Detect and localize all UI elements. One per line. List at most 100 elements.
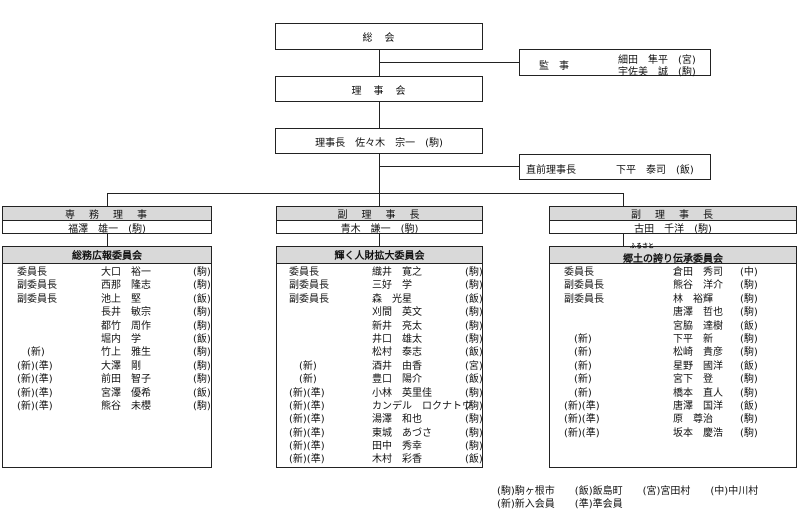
committee-connector-center	[379, 234, 380, 246]
member-area: (駒)	[465, 427, 483, 439]
vice-chair-right-box: 副 理 事 長 古田 千洋 (駒)	[549, 206, 797, 235]
member-name: 湯澤 和也	[372, 414, 422, 426]
committee-talent-expansion: 輝く人財拡大委員会 委員長織井 寛之(駒)副委員長三好 学(駒)副委員長森 光星…	[276, 246, 483, 468]
member-role: 委員長	[289, 267, 319, 278]
member-area: (駒)	[465, 333, 483, 345]
committee-member-row: (新)(準)前田 智子(駒)	[3, 373, 211, 386]
legend-line-1: (駒)駒ヶ根市 (飯)飯島町 (宮)宮田村 (中)中川村	[497, 486, 759, 497]
general-meeting-box: 総 会	[275, 23, 483, 50]
member-role: (新)(準)	[564, 427, 600, 439]
committee-member-row: 長井 敏宗 (駒)	[3, 306, 211, 319]
member-area: (駒)	[465, 414, 483, 426]
committee-member-row: (新)(準) 小林 英里佳 (駒)	[277, 387, 483, 400]
committee-member-row: 宮脇 達樹 (飯)	[550, 320, 796, 333]
former-chair-connector	[379, 166, 519, 167]
trunk-line	[379, 154, 380, 206]
member-role: (新)	[574, 333, 592, 345]
member-name: 小林 英里佳	[372, 387, 432, 399]
former-chairman-name: 下平 泰司 (飯)	[616, 165, 694, 176]
board-label: 理 事 会	[351, 85, 407, 97]
member-area: (駒)	[193, 400, 211, 412]
vice-chair-center-box: 副 理 事 長 青木 謙一 (駒)	[276, 206, 483, 235]
member-area: (駒)	[465, 280, 483, 292]
member-area: (駒)	[465, 387, 483, 399]
committee-member-row: (新)酒井 由香(宮)	[277, 360, 483, 373]
member-area: (飯)	[465, 347, 483, 359]
member-area: (駒)	[740, 347, 758, 359]
committee-title-ruby: ふるさと	[629, 243, 654, 250]
committee-title: 輝く人財拡大委員会	[277, 247, 482, 264]
member-role: (新)	[299, 360, 317, 372]
legend-line-2: (新)新入会員 (準)準会員	[497, 499, 623, 510]
member-area: (駒)	[465, 267, 483, 278]
member-name: 倉田 秀司	[673, 267, 723, 278]
committee-member-row: 副委員長三好 学(駒)	[277, 279, 483, 292]
member-area: (飯)	[740, 400, 758, 412]
branch-line-right	[623, 193, 624, 206]
member-area: (駒)	[193, 347, 211, 359]
member-role: 委員長	[564, 267, 594, 278]
member-role: (新)(準)	[289, 441, 325, 453]
member-area: (中)	[740, 267, 758, 278]
member-area: (駒)	[193, 267, 211, 278]
member-area: (駒)	[193, 360, 211, 372]
member-name: 星野 國洋	[673, 360, 723, 372]
member-name: 堀内 学	[101, 333, 141, 345]
vice-chair-right-title: 副 理 事 長	[550, 207, 796, 221]
vice-chair-center-name: 青木 謙一 (駒)	[340, 224, 419, 235]
branch-line-left	[107, 193, 108, 206]
member-name: 酒井 由香	[372, 360, 422, 372]
member-name: 橋本 直人	[673, 387, 723, 399]
committee-member-row: 副委員長熊谷 洋介(駒)	[550, 279, 796, 292]
auditor-connector	[379, 62, 519, 63]
member-name: 大澤 剛	[101, 360, 141, 372]
member-area: (飯)	[465, 374, 483, 386]
member-area: (駒)	[193, 280, 211, 292]
member-role: (新)(準)	[289, 454, 325, 466]
member-name: 大口 裕一	[101, 267, 151, 278]
committee-member-row: (新)(準)木村 彩香(飯)	[277, 453, 483, 466]
committee-member-row: 井口 雄太(駒)	[277, 333, 483, 346]
committee-member-row: 松村 泰志(飯)	[277, 346, 483, 359]
committee-connector-left	[107, 234, 108, 246]
member-area: (駒)	[740, 280, 758, 292]
committee-hometown-pride: ふるさと 郷土の誇り伝承委員会 委員長 倉田 秀司 (中)副委員長熊谷 洋介(駒)副…	[549, 243, 797, 468]
committee-member-row: (新)宮下 登(駒)	[550, 373, 796, 386]
member-name: 宮脇 達樹	[673, 320, 723, 332]
member-name: 林 裕輝	[673, 293, 713, 305]
member-area: (飯)	[193, 387, 211, 399]
committee-member-row: 唐澤 哲也(駒)	[550, 306, 796, 319]
committee-general-affairs: 総務広報委員会 委員長大口 裕一(駒)副委員長西那 隆志(駒)副委員長池上 堅(…	[2, 246, 212, 468]
member-name: 田中 秀幸	[372, 441, 422, 453]
member-name: 西那 隆志	[101, 280, 151, 292]
member-area: (駒)	[193, 307, 211, 319]
member-role: (新)	[574, 374, 592, 386]
committee-member-row: (新)橋本 直人(駒)	[550, 387, 796, 400]
trunk-line	[379, 102, 380, 128]
committee-member-row: (新)(準)宮澤 優希(飯)	[3, 387, 211, 400]
member-area: (駒)	[740, 387, 758, 399]
member-role: (新)(準)	[17, 374, 53, 386]
member-role: 副委員長	[289, 280, 329, 292]
vice-chair-center-title: 副 理 事 長	[277, 207, 482, 221]
committee-member-row: 副委員長池上 堅(飯)	[3, 293, 211, 306]
member-area: (飯)	[193, 293, 211, 305]
member-name: 原 尊治	[673, 414, 713, 426]
member-role: (新)(準)	[289, 427, 325, 439]
committee-member-row: 委員長 倉田 秀司 (中)	[550, 266, 796, 279]
committee-connector-right	[623, 234, 624, 246]
member-role: (新)(準)	[17, 400, 53, 412]
member-area: (飯)	[740, 320, 758, 332]
member-role: (新)(準)	[289, 387, 325, 399]
auditor-name: 宇佐美 誠 (駒)	[618, 67, 696, 78]
member-role: (新)(準)	[17, 360, 53, 372]
member-name: 木村 彩香	[372, 454, 422, 466]
member-name: 長井 敏宗	[101, 307, 151, 319]
committee-member-row: (新)竹上 雅生(駒)	[3, 346, 211, 359]
auditors-label: 監 事	[539, 61, 569, 72]
committee-member-row: 新井 亮太(駒)	[277, 320, 483, 333]
member-role: 副委員長	[564, 280, 604, 292]
committee-member-row: (新)(準)坂本 慶浩(駒)	[550, 427, 796, 440]
former-chairman-box: 直前理事長 下平 泰司 (飯)	[519, 154, 711, 180]
committee-title-block: ふるさと 郷土の誇り伝承委員会	[550, 243, 796, 265]
